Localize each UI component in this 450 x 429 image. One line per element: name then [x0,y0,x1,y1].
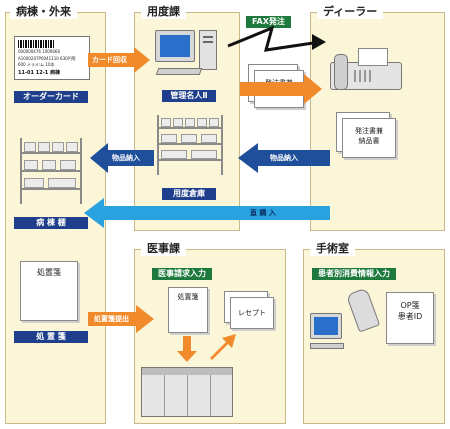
prescription-submit-text: 処置箋提出 [94,315,129,323]
monitor-icon [310,313,342,339]
order-delivery-dealer-line-1: 発注書兼 [355,127,383,135]
fax-handset-icon [334,54,348,90]
fax-paper-icon [358,48,388,66]
order-delivery-center-line-1: 発注書兼 [265,79,293,87]
shelf-box [161,134,177,143]
goods-delivery-right-text: 物品納入 [270,154,298,162]
panel-medical-title: 医事課 [141,242,186,256]
panel-surgery-title: 手術室 [310,242,355,256]
computer-illustration [155,30,225,82]
shelf-box [185,118,195,127]
order-card-line-1: 000000476 1000666 [18,49,60,54]
order-card: 000000476 1000666 A1000207P0041110 630円等… [14,36,90,80]
ward-shelf-illustration [18,138,84,206]
fax-signal-line [227,25,321,52]
prescription-document-title: 処置箋 [37,268,61,277]
keyboard-icon [155,68,203,75]
barcode-icon [18,40,54,48]
keyboard-icon [310,343,344,349]
shelf-box [60,160,76,170]
shelf-box [52,142,64,152]
prescription-label: 処 置 箋 [14,331,88,343]
medical-billing-input-label: 医事請求入力 [152,268,212,280]
shelf-board [20,188,82,190]
shelf-box [42,160,56,170]
shelf-board [20,152,82,154]
panel-supply-title: 用度課 [141,5,186,19]
shelf-board [157,127,223,129]
supply-warehouse-illustration [155,115,225,177]
shelf-post [221,115,223,175]
op-form-line-2: 患者ID [397,312,423,321]
shelf-box [181,134,197,143]
prescription-medical-title: 処置箋 [177,293,199,301]
supply-warehouse-label: 用度倉庫 [162,188,216,200]
shelf-post [157,115,159,175]
shelf-box [173,118,183,127]
ward-shelf-label: 病 棟 棚 [14,217,88,229]
receipt-title: レセプト [238,309,266,317]
prescription-document-medical: 処置箋 [168,287,208,333]
goods-delivery-left-text: 物品納入 [112,154,140,162]
shelf-box [24,160,38,170]
order-card-line-4: 11-01 12-1 病棟 [18,70,60,76]
fax-machine-illustration [330,48,410,94]
shelf-box [66,142,78,152]
fax-order-label: FAX発注 [246,16,291,28]
panel-ward-title: 病棟・外来 [10,5,77,19]
order-card-line-2: A1000207P0041110 630円等 [18,56,76,61]
card-collection-text: カード回収 [92,56,127,64]
shelf-box [197,118,207,127]
direct-purchase-text: 直 購 入 [250,209,276,217]
op-form-document: OP箋 患者ID [386,292,434,344]
shelf-box [161,118,171,127]
fax-keypad-icon [354,70,374,82]
kanri-meijin-label: 管理名人Ⅱ [162,90,216,102]
shelf-box [191,150,217,159]
surgery-computer-illustration [310,297,354,355]
shelf-box [201,134,217,143]
order-delivery-center-line-2: 納品書 [268,89,290,97]
order-delivery-document-center: 発注書兼 納品書 [254,70,304,108]
shelf-box [48,178,76,188]
shelf-box [38,142,50,152]
prescription-document: 処置箋 [20,261,78,321]
tower-icon [199,30,217,70]
panel-dealer-title: ディーラー [317,5,384,19]
order-delivery-document-dealer: 発注書兼 納品書 [342,118,396,158]
order-delivery-dealer-line-2: 納品書 [358,137,380,145]
shelf-box [161,150,187,159]
shelf-box [209,118,219,127]
shelf-board [157,159,223,161]
patient-consumption-input-label: 患者別消費情報入力 [312,268,396,280]
order-card-line-3: 600 メラメ:ム 10本 [18,62,55,67]
receipt-document: レセプト [230,297,274,329]
op-form-line-1: OP箋 [400,301,420,310]
shelf-board [157,143,223,145]
mainframe-illustration [141,367,233,417]
shelf-box [24,178,44,188]
monitor-icon [155,30,195,62]
shelf-box [24,142,36,152]
shelf-board [20,170,82,172]
order-card-label: オーダーカード [14,91,88,103]
